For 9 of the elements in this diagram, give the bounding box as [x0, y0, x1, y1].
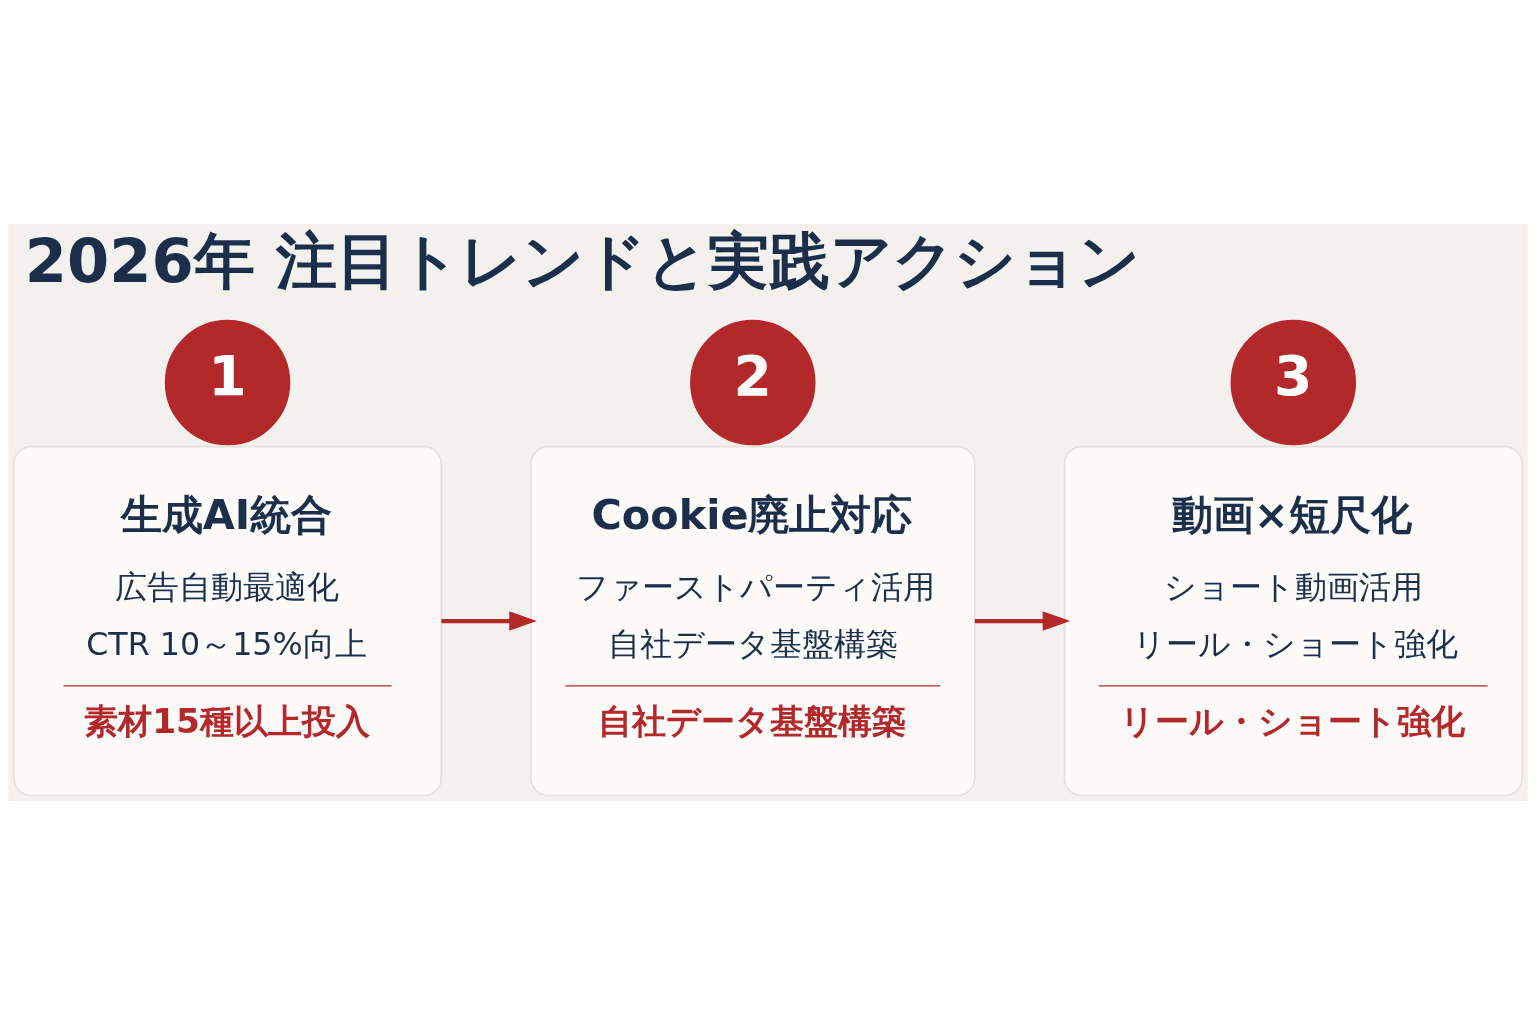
node-box: 生成AI統合 広告自動最適化 CTR 10～15%向上 素材15種以上投入	[13, 445, 443, 796]
diagram-title: 2026年 注目トレンドと実践アクション	[24, 225, 1140, 296]
node-circle: 3	[1230, 319, 1357, 445]
node-circle: 2	[690, 319, 816, 445]
node-box: 動画×短尺化 ショート動画活用 リール・ショート強化 リール・ショート強化	[1063, 445, 1523, 796]
node-box: Cookie廃止対応 ファーストパーティ活用 自社データ基盤構築 自社データ基盤構築	[530, 445, 976, 796]
arrow	[974, 610, 1071, 631]
node-circle: 1	[164, 319, 291, 445]
arrow	[441, 610, 537, 631]
